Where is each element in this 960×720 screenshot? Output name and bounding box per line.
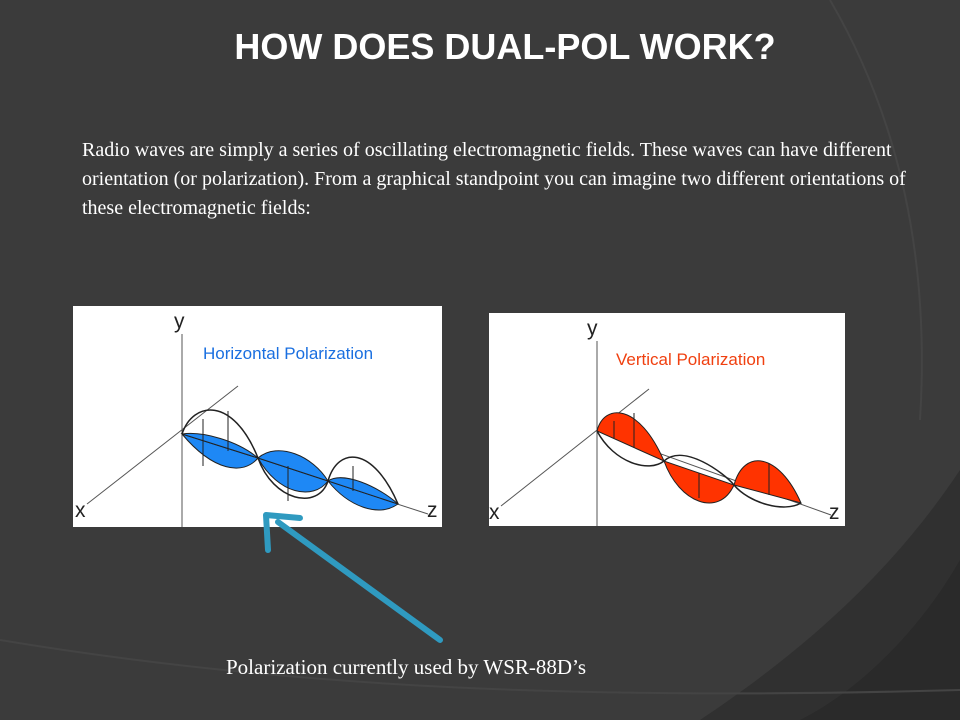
- y-axis-label: y: [174, 310, 185, 333]
- z-axis-label: z: [829, 501, 840, 524]
- x-axis-label: x: [489, 501, 500, 524]
- vertical-wave-graphic: [500, 341, 832, 526]
- y-axis-label: y: [587, 317, 598, 340]
- horizontal-polarization-diagram: y x z Horizontal Polarization: [73, 306, 442, 527]
- vertical-polarization-diagram: y x z Vertical Polarization: [489, 313, 845, 526]
- vertical-polarization-label: Vertical Polarization: [616, 350, 766, 369]
- x-axis-label: x: [75, 499, 86, 522]
- caption-text: Polarization currently used by WSR-88D’s: [226, 655, 587, 679]
- z-axis-label: z: [427, 499, 438, 522]
- horizontal-polarization-label: Horizontal Polarization: [203, 344, 374, 363]
- body-paragraph: Radio waves are simply a series of oscil…: [82, 139, 906, 219]
- horizontal-wave-graphic: [86, 334, 429, 527]
- slide-title: HOW DOES DUAL-POL WORK?: [234, 26, 776, 67]
